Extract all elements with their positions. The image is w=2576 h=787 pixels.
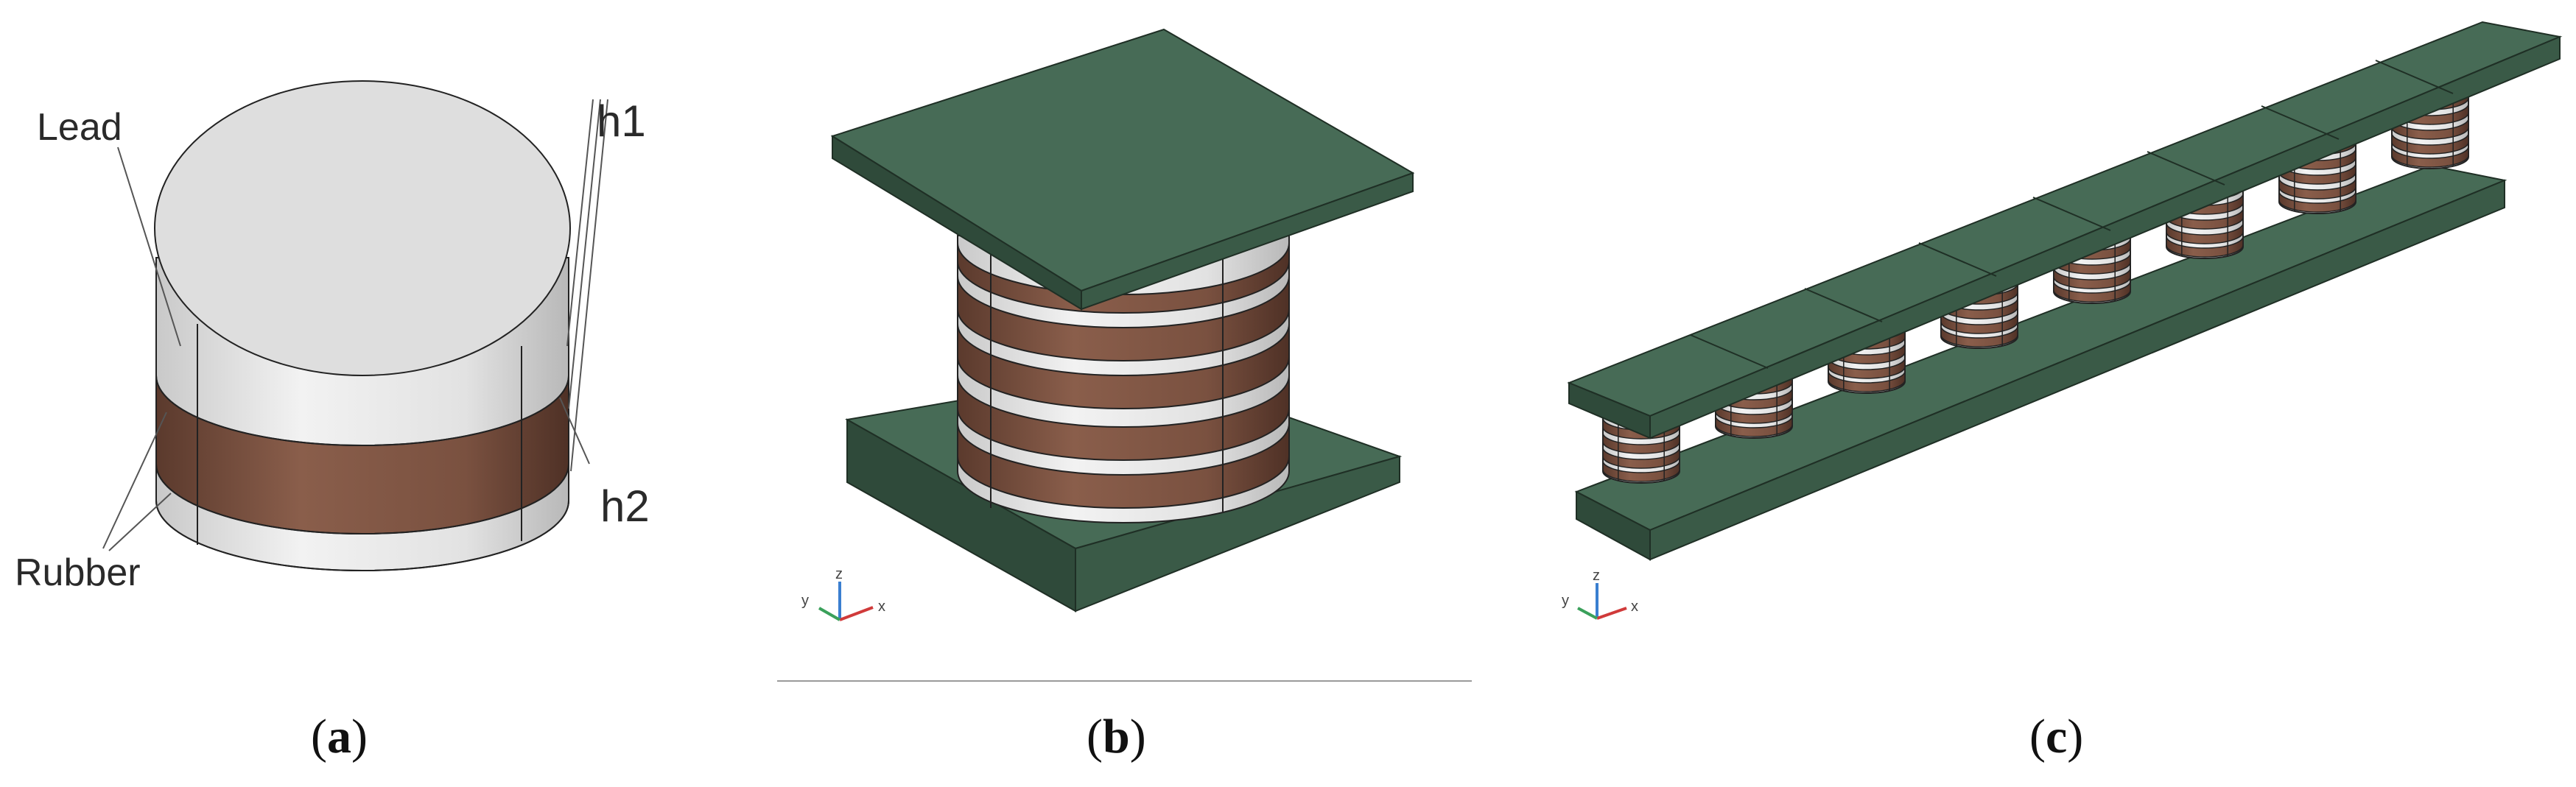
top-plate-c-segment-lines: [1690, 60, 2454, 369]
caption-a: (a): [311, 710, 368, 763]
bottom-plate-c: [1574, 164, 2507, 561]
rubber-layer-top-lower-edge: [155, 375, 569, 446]
axis-z-c: z: [1593, 568, 1600, 584]
axis-x-b: x: [878, 599, 885, 615]
axis-x-c: x: [1631, 599, 1638, 615]
axis-y-c: y: [1562, 593, 1569, 609]
axis-triad-c: z x y: [1562, 568, 1638, 620]
top-face: [154, 80, 571, 376]
panel-a: Lead Rubber h1 h2 (a): [15, 80, 650, 763]
label-h1: h1: [597, 96, 646, 146]
top-plate-b: [830, 28, 1415, 311]
label-lead: Lead: [37, 106, 122, 149]
caption-b: (b): [1087, 710, 1146, 763]
top-plate-c: [1567, 21, 2563, 440]
axis-z-b: z: [835, 566, 843, 582]
label-rubber: Rubber: [15, 551, 141, 594]
label-h2: h2: [600, 481, 650, 531]
bearing-stack-b: [957, 235, 1290, 523]
axis-y-b: y: [801, 593, 809, 609]
rubber-layer-bottom-rim: [155, 500, 569, 571]
panel-c: z x y (c): [1562, 21, 2563, 763]
panel-b: z x y (b): [777, 28, 1472, 763]
caption-c: (c): [2029, 710, 2083, 763]
bearing-unit-a: [154, 80, 571, 571]
lead-core-band-lower-edge: [155, 463, 569, 534]
leader-lines-a: [102, 99, 608, 551]
axis-triad-b: z x y: [801, 566, 885, 621]
